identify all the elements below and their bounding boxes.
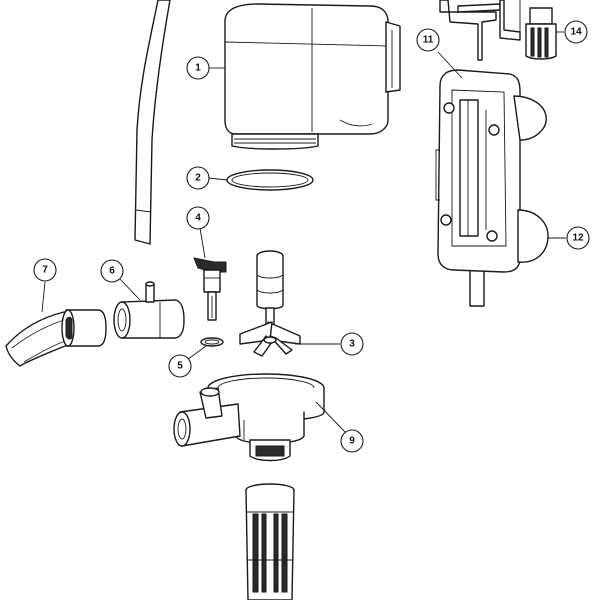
callout-5-label: 5: [177, 361, 183, 372]
callout-3-label: 3: [349, 339, 355, 350]
callout-9: 9: [340, 429, 364, 453]
callout-4: 4: [186, 206, 210, 230]
intake-strainer: [245, 483, 295, 600]
callout-2: 2: [186, 166, 210, 190]
intake-housing: [173, 373, 325, 462]
callout-4-label: 4: [195, 213, 201, 224]
callout-12: 12: [566, 226, 590, 250]
callout-7: 7: [33, 258, 57, 282]
o-ring-small: [200, 337, 224, 347]
callout-1-label: 1: [195, 63, 201, 74]
leader-lines: [41, 31, 566, 433]
impeller: [239, 250, 301, 357]
elbow-connector: [113, 281, 185, 339]
callout-6-label: 6: [109, 266, 115, 277]
o-ring-large: [226, 169, 314, 191]
outlet-nozzle: [5, 309, 107, 367]
callout-3: 3: [340, 332, 364, 356]
callout-7-label: 7: [42, 265, 48, 276]
motor-housing: [224, 3, 401, 150]
air-valve: [193, 257, 227, 321]
callout-14: 14: [564, 20, 588, 44]
callout-2-label: 2: [195, 173, 201, 184]
callout-9-label: 9: [349, 436, 355, 447]
callout-12-label: 12: [572, 233, 584, 244]
callout-6: 6: [100, 259, 124, 283]
callout-1: 1: [186, 56, 210, 80]
callout-14-label: 14: [570, 27, 582, 38]
callout-11: 11: [416, 28, 440, 52]
air-tube: [134, 0, 171, 245]
callout-11-label: 11: [423, 35, 434, 46]
suction-plate: [435, 69, 549, 273]
callout-5: 5: [168, 354, 192, 378]
airflow-regulator: [499, 0, 557, 60]
